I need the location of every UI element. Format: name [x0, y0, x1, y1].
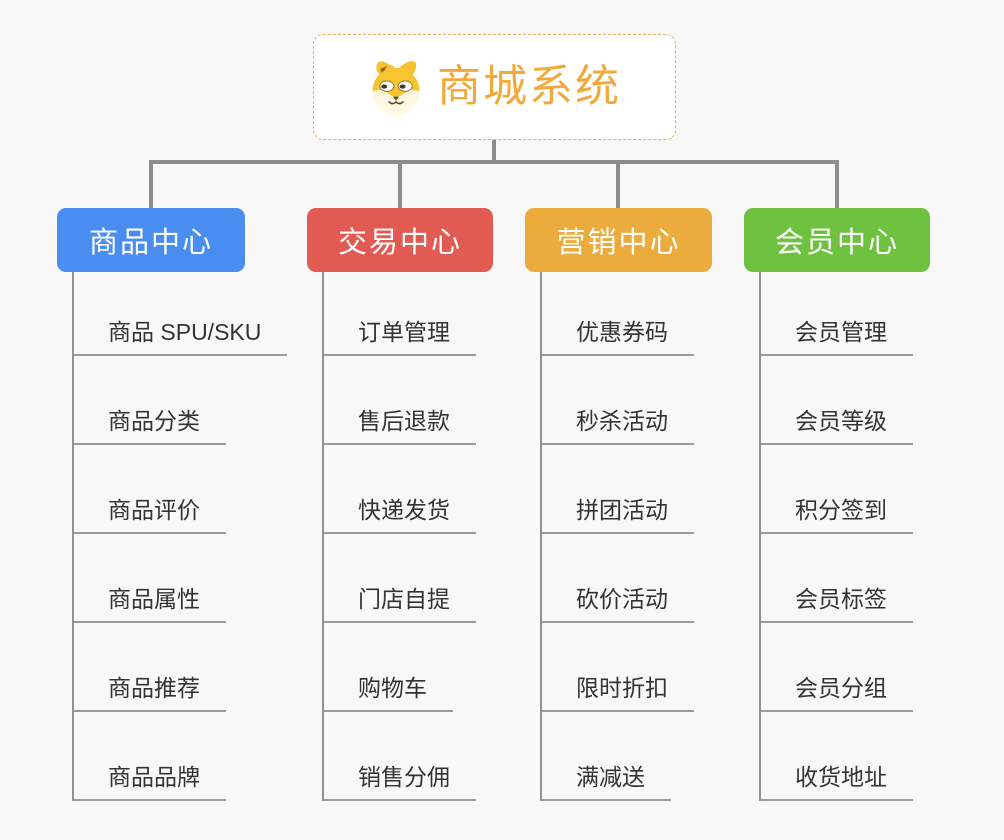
child-topic-label[interactable]: 优惠券码: [542, 319, 694, 356]
children-list: 会员管理 会员等级 积分签到 会员标签 会员分组 收货地址: [759, 272, 930, 801]
child-topic: 商品属性: [72, 534, 287, 623]
branch-node-products[interactable]: 商品中心: [57, 208, 245, 272]
child-topic-label[interactable]: 拼团活动: [542, 497, 694, 534]
children-list: 优惠券码 秒杀活动 拼团活动 砍价活动 限时折扣 满减送: [540, 272, 712, 801]
child-topic: 商品 SPU/SKU: [72, 272, 288, 356]
child-topic: 快递发货: [322, 445, 493, 534]
child-topic: 拼团活动: [540, 445, 712, 534]
child-topic-label[interactable]: 商品推荐: [74, 675, 226, 712]
child-topic-label[interactable]: 订单管理: [324, 319, 476, 356]
child-topic: 销售分佣: [322, 712, 493, 801]
child-topic-label[interactable]: 门店自提: [324, 586, 476, 623]
child-topic: 商品评价: [72, 445, 287, 534]
branch-column-members: 会员中心 会员管理 会员等级 积分签到 会员标签 会员分组 收货地址: [744, 208, 930, 801]
branch-column-products: 商品中心 商品 SPU/SKU 商品分类 商品评价 商品属性 商品推荐 商品品牌: [57, 208, 288, 801]
child-topic-label[interactable]: 限时折扣: [542, 675, 694, 712]
child-topic: 会员等级: [759, 356, 930, 445]
connector-drop-2: [398, 160, 402, 208]
child-topic: 会员标签: [759, 534, 930, 623]
child-topic-label[interactable]: 购物车: [324, 675, 453, 712]
child-topic: 积分签到: [759, 445, 930, 534]
child-topic-label[interactable]: 商品 SPU/SKU: [74, 319, 288, 356]
branch-node-members[interactable]: 会员中心: [744, 208, 930, 272]
dog-face-icon: [372, 61, 420, 115]
child-topic: 满减送: [540, 712, 712, 801]
child-topic: 商品推荐: [72, 623, 287, 712]
child-topic: 收货地址: [759, 712, 930, 801]
child-topic-label[interactable]: 商品分类: [74, 408, 226, 445]
child-topic: 限时折扣: [540, 623, 712, 712]
child-topic-label[interactable]: 快递发货: [324, 497, 476, 534]
root-topic[interactable]: 商城系统: [313, 34, 676, 140]
child-topic: 商品分类: [72, 356, 287, 445]
children-list: 商品 SPU/SKU 商品分类 商品评价 商品属性 商品推荐 商品品牌: [72, 272, 288, 801]
child-topic: 优惠券码: [540, 272, 712, 356]
child-topic-label[interactable]: 会员分组: [761, 675, 913, 712]
child-topic-label[interactable]: 商品评价: [74, 497, 226, 534]
child-topic-label[interactable]: 会员管理: [761, 319, 913, 356]
child-topic-label[interactable]: 售后退款: [324, 408, 476, 445]
child-topic: 秒杀活动: [540, 356, 712, 445]
child-topic-label[interactable]: 商品品牌: [74, 764, 226, 801]
child-topic-label[interactable]: 商品属性: [74, 586, 226, 623]
child-topic-label[interactable]: 砍价活动: [542, 586, 694, 623]
child-topic: 会员管理: [759, 272, 930, 356]
child-topic: 售后退款: [322, 356, 493, 445]
children-list: 订单管理 售后退款 快递发货 门店自提 购物车 销售分佣: [322, 272, 493, 801]
child-topic-label[interactable]: 会员标签: [761, 586, 913, 623]
child-topic-label[interactable]: 会员等级: [761, 408, 913, 445]
child-topic: 购物车: [322, 623, 493, 712]
child-topic: 会员分组: [759, 623, 930, 712]
child-topic: 订单管理: [322, 272, 493, 356]
branch-column-marketing: 营销中心 优惠券码 秒杀活动 拼团活动 砍价活动 限时折扣 满减送: [525, 208, 712, 801]
branch-column-trade: 交易中心 订单管理 售后退款 快递发货 门店自提 购物车 销售分佣: [307, 208, 493, 801]
connector-drop-4: [835, 160, 839, 208]
child-topic-label[interactable]: 秒杀活动: [542, 408, 694, 445]
root-topic-label: 商城系统: [437, 62, 621, 111]
child-topic-label[interactable]: 满减送: [542, 764, 671, 801]
connector-drop-3: [616, 160, 620, 208]
connector-horizontal-bar: [149, 160, 839, 164]
child-topic-label[interactable]: 销售分佣: [324, 764, 476, 801]
child-topic: 砍价活动: [540, 534, 712, 623]
child-topic-label[interactable]: 收货地址: [761, 764, 913, 801]
child-topic: 商品品牌: [72, 712, 287, 801]
connector-drop-1: [149, 160, 153, 208]
branch-node-marketing[interactable]: 营销中心: [525, 208, 712, 272]
branch-node-trade[interactable]: 交易中心: [307, 208, 493, 272]
child-topic-label[interactable]: 积分签到: [761, 497, 913, 534]
child-topic: 门店自提: [322, 534, 493, 623]
connector-root-stem: [492, 140, 496, 164]
